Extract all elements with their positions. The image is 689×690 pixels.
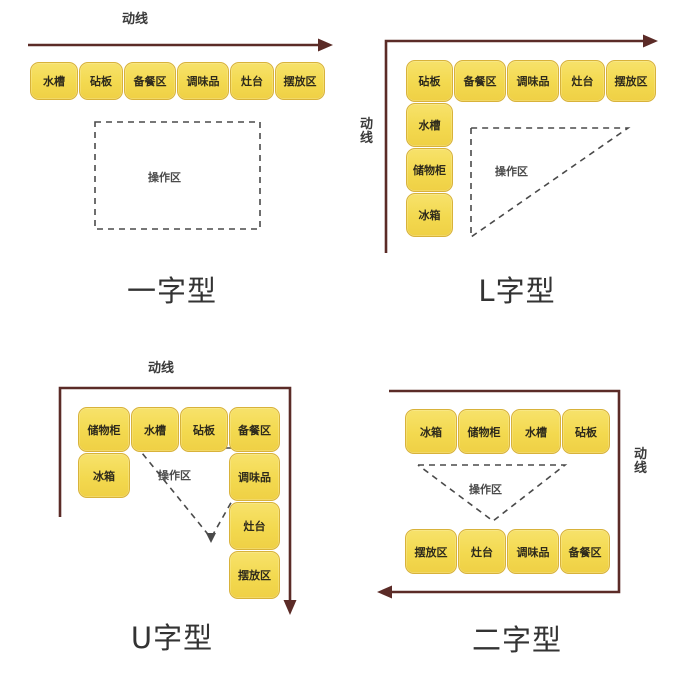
flow-arrow-head: [643, 34, 658, 48]
panel-u-shape: 动线 储物柜 水槽 砧板 备餐区 冰箱 调味品 灶台 摆放区 操作区 U字型: [0, 345, 344, 690]
flow-label: 动线: [122, 12, 149, 27]
flow-arrow-head: [283, 600, 297, 615]
work-zone-arrow-head: [206, 533, 216, 543]
tile-shuicao[interactable]: 水槽: [406, 103, 453, 147]
tile-tiaoweipin[interactable]: 调味品: [507, 60, 559, 102]
tile-beicanqu[interactable]: 备餐区: [124, 62, 176, 100]
tile-beicanqu[interactable]: 备餐区: [560, 529, 610, 574]
tile-zhanban[interactable]: 砧板: [562, 409, 610, 454]
panel-title-single-line: 一字型: [126, 274, 217, 308]
flow-arrow-head: [377, 585, 392, 599]
tile-tiaoweipin[interactable]: 调味品: [229, 453, 280, 501]
tile-beicanqu[interactable]: 备餐区: [454, 60, 506, 102]
flow-arrow-line: [384, 39, 643, 253]
tile-shuicao[interactable]: 水槽: [511, 409, 561, 454]
panel-double-line-lines: [377, 389, 621, 599]
tile-baifangqu[interactable]: 摆放区: [405, 529, 457, 574]
tile-shuicao[interactable]: 水槽: [30, 62, 78, 100]
work-zone-label: 操作区: [469, 483, 502, 496]
panel-l-shape-lines: [384, 34, 658, 253]
work-zone-triangle: [470, 127, 631, 239]
panel-u-shape-lines: [58, 386, 297, 615]
tile-baifangqu[interactable]: 摆放区: [606, 60, 656, 102]
tile-bingxiang[interactable]: 冰箱: [78, 453, 130, 498]
tile-zaotai[interactable]: 灶台: [229, 502, 280, 550]
panel-title-double-line: 二字型: [471, 623, 562, 657]
flow-arrow-line: [389, 389, 621, 594]
tile-bingxiang[interactable]: 冰箱: [405, 409, 457, 454]
panel-double-line: 动线 冰箱 储物柜 水槽 砧板 摆放区 灶台 调味品 备餐区 操作区 二字型: [345, 345, 689, 690]
tile-zaotai[interactable]: 灶台: [458, 529, 506, 574]
tile-chuwugui[interactable]: 储物柜: [458, 409, 510, 454]
tile-zaotai[interactable]: 灶台: [560, 60, 605, 102]
work-zone-triangle: [417, 464, 568, 523]
tile-chuwugui[interactable]: 储物柜: [406, 148, 453, 192]
flow-label: 动线: [359, 117, 373, 147]
tile-baifangqu[interactable]: 摆放区: [275, 62, 325, 100]
tile-bingxiang[interactable]: 冰箱: [406, 193, 453, 237]
tile-zhanban[interactable]: 砧板: [180, 407, 228, 452]
flow-arrow-head: [318, 38, 333, 52]
panel-title-l-shape: L字型: [478, 274, 556, 308]
flow-arrow-line: [58, 386, 292, 600]
tile-zhanban[interactable]: 砧板: [406, 60, 453, 102]
work-zone-label: 操作区: [158, 469, 191, 482]
flow-label: 动线: [633, 447, 647, 477]
work-zone-label: 操作区: [495, 165, 528, 178]
tile-baifangqu[interactable]: 摆放区: [229, 551, 280, 599]
panel-l-shape: 动线 砧板 备餐区 调味品 灶台 摆放区 水槽 储物柜 冰箱 操作区 L字型: [345, 0, 689, 345]
tile-tiaoweipin[interactable]: 调味品: [177, 62, 229, 100]
tile-zhanban[interactable]: 砧板: [79, 62, 123, 100]
tile-chuwugui[interactable]: 储物柜: [78, 407, 130, 452]
panel-title-u-shape: U字型: [130, 621, 214, 655]
flow-label: 动线: [148, 361, 175, 376]
panel-single-line: 动线 水槽 砧板 备餐区 调味品 灶台 摆放区 操作区 一字型: [0, 0, 344, 345]
work-zone-label: 操作区: [148, 171, 181, 184]
tile-beicanqu[interactable]: 备餐区: [229, 407, 280, 452]
panel-single-line-lines: [28, 38, 333, 230]
tile-shuicao[interactable]: 水槽: [131, 407, 179, 452]
tile-zaotai[interactable]: 灶台: [230, 62, 274, 100]
tile-tiaoweipin[interactable]: 调味品: [507, 529, 559, 574]
work-zone-outline: [94, 121, 261, 230]
